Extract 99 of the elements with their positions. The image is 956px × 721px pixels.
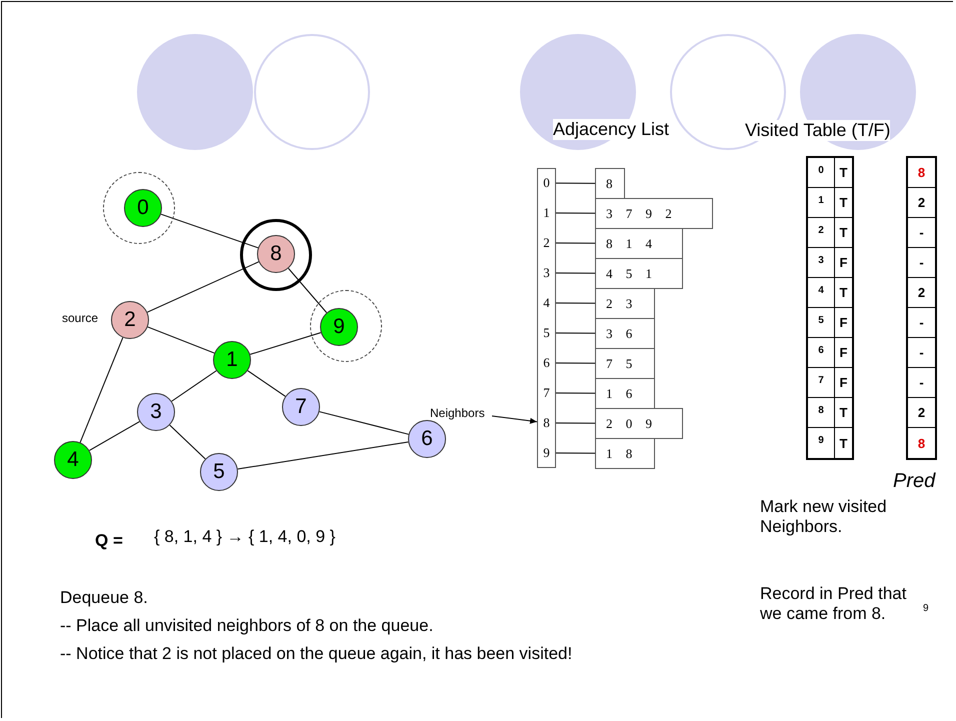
graph-vertex: 1 bbox=[213, 341, 251, 379]
graph-vertex: 0 bbox=[124, 189, 162, 227]
step-text: Dequeue 8. bbox=[60, 588, 148, 608]
visited-cell-text: T bbox=[838, 434, 848, 452]
note-text: Mark new visited Neighbors. bbox=[760, 497, 888, 536]
connector-line bbox=[250, 332, 322, 355]
section-title: Adjacency List bbox=[553, 119, 670, 140]
graph-vertex: 4 bbox=[54, 441, 92, 479]
neighbor-list-box: 8 bbox=[595, 168, 625, 199]
visited-cell: T bbox=[835, 398, 852, 428]
array-index: 5 bbox=[537, 318, 556, 348]
connector-line bbox=[556, 182, 596, 184]
neighbor-list-box: 8 1 4 bbox=[595, 228, 683, 259]
pred-cell: 2 bbox=[908, 398, 935, 428]
pred-cell: 2 bbox=[908, 188, 935, 218]
visited-cell: F bbox=[835, 368, 852, 398]
array-index: 1 bbox=[537, 198, 556, 228]
connector-line bbox=[556, 242, 596, 244]
index-cell: 3 bbox=[808, 248, 835, 278]
connector-line bbox=[237, 441, 409, 470]
arrow bbox=[492, 416, 538, 424]
connector-line bbox=[556, 272, 596, 274]
array-index: 0 bbox=[537, 168, 556, 198]
graph-vertex: 5 bbox=[200, 453, 238, 491]
neighbor-list-box: 4 5 1 bbox=[595, 258, 683, 289]
step-text: -- Notice that 2 is not placed on the queue again, it has been visited! bbox=[60, 644, 572, 664]
connector-line bbox=[556, 302, 596, 304]
visited-cell: T bbox=[835, 158, 852, 188]
connector-line bbox=[80, 337, 124, 443]
array-index: 3 bbox=[537, 258, 556, 288]
connector-line bbox=[556, 332, 596, 334]
connector-line bbox=[556, 452, 596, 454]
visited-cell: T bbox=[835, 278, 852, 308]
visited-cell: F bbox=[835, 338, 852, 368]
array-index: 9 bbox=[537, 438, 556, 468]
pred-cell: - bbox=[908, 248, 935, 278]
connector-line bbox=[556, 392, 596, 394]
array-index: 6 bbox=[537, 348, 556, 378]
index-cell: 2 bbox=[808, 218, 835, 248]
pred-cell: - bbox=[908, 308, 935, 338]
queue-contents: { 8, 1, 4 } → { 1, 4, 0, 9 } bbox=[154, 527, 336, 547]
index-cell: 1 bbox=[808, 188, 835, 218]
column-caption: Pred bbox=[893, 470, 936, 493]
pred-cell: - bbox=[908, 368, 935, 398]
note-text: Record in Pred that we came from 8. bbox=[760, 584, 908, 624]
node-caption: source bbox=[62, 312, 98, 326]
pred-cell: - bbox=[908, 338, 935, 368]
visited-cell: F bbox=[835, 248, 852, 278]
neighbor-list-box: 2 3 bbox=[595, 288, 655, 319]
pred-cell: 2 bbox=[908, 278, 935, 308]
connector-line bbox=[160, 214, 259, 248]
graph-vertex: 3 bbox=[137, 393, 175, 431]
connector-line bbox=[556, 362, 596, 364]
neighbor-list-box: 3 6 bbox=[595, 318, 655, 349]
connector-line bbox=[288, 268, 328, 314]
neighbor-list-box: 1 8 bbox=[595, 438, 655, 469]
array-index: 7 bbox=[537, 378, 556, 408]
index-cell: 6 bbox=[808, 338, 835, 368]
dashed-ring bbox=[310, 290, 382, 362]
connector-line bbox=[247, 370, 286, 397]
neighbor-list-box: 3 7 9 2 bbox=[595, 198, 713, 229]
index-cell: 4 bbox=[808, 278, 835, 308]
index-cell: 7 bbox=[808, 368, 835, 398]
graph-vertex: 6 bbox=[408, 420, 446, 458]
index-cell: 0 bbox=[808, 158, 835, 188]
graph-vertex: 7 bbox=[282, 388, 320, 426]
array-index: 4 bbox=[537, 288, 556, 318]
connector-line bbox=[556, 422, 596, 424]
index-cell: 8 bbox=[808, 398, 835, 428]
highlight-ring bbox=[240, 219, 312, 291]
neighbor-list-box: 7 5 bbox=[595, 348, 655, 379]
connector-line bbox=[169, 424, 206, 460]
step-text: -- Place all unvisited neighbors of 8 on the queue. bbox=[60, 616, 434, 636]
index-cell: 5 bbox=[808, 308, 835, 338]
page-number: 9 bbox=[923, 603, 929, 614]
neighbor-list-box: 1 6 bbox=[595, 378, 655, 409]
array-index: 8 bbox=[537, 408, 556, 438]
graph-vertex: 9 bbox=[320, 308, 358, 346]
connector-line bbox=[88, 421, 140, 451]
array-box bbox=[537, 168, 556, 468]
visited-cell: F bbox=[835, 308, 852, 338]
array-index: 2 bbox=[537, 228, 556, 258]
index-cell: 9 bbox=[808, 428, 835, 458]
pred-cell: 8 bbox=[908, 158, 935, 188]
connector-line bbox=[556, 212, 596, 214]
connector-line bbox=[146, 261, 260, 313]
graph-vertex: 8 bbox=[257, 235, 295, 273]
pred-cell-text: 8 bbox=[916, 434, 926, 452]
section-title: Visited Table (T/F) bbox=[745, 120, 890, 141]
queue-label: Q = bbox=[95, 531, 123, 551]
connector-line bbox=[147, 326, 215, 354]
connector-line bbox=[318, 411, 410, 435]
pred-cell: - bbox=[908, 218, 935, 248]
visited-cell: T bbox=[835, 218, 852, 248]
visited-cell: T bbox=[835, 188, 852, 218]
dashed-ring bbox=[103, 172, 175, 244]
neighbor-list-box: 2 0 9 bbox=[595, 408, 683, 439]
connector-line bbox=[171, 370, 217, 402]
graph-vertex: 2 bbox=[111, 301, 149, 339]
